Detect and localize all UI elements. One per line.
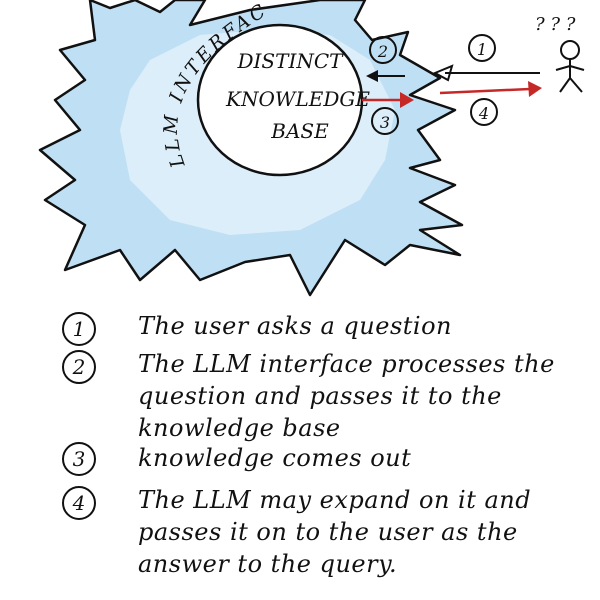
step-text-4: The LLM may expand on it and passes it o…: [138, 486, 532, 578]
arrow-answer-to-user: [439, 81, 542, 97]
svg-text:2: 2: [377, 42, 388, 61]
arrow-interface-to-kb: [366, 70, 405, 82]
badge-1: 1: [468, 34, 496, 62]
svg-text:3: 3: [380, 113, 390, 132]
step-number-4: 4: [62, 486, 96, 520]
badge-2: 2: [369, 36, 397, 64]
svg-text:1: 1: [477, 40, 487, 59]
badge-4: 4: [470, 98, 498, 126]
kb-label-line2: KNOWLEDGE: [225, 87, 370, 111]
step-text-1: The user asks a question: [138, 312, 452, 340]
badge-3: 3: [371, 107, 399, 135]
step-number-3: 3: [62, 442, 96, 476]
kb-label-line1: DISTINCT: [236, 49, 344, 73]
step-number-2: 2: [62, 350, 96, 384]
arrow-kb-out: [362, 92, 414, 108]
user-figure-icon: [555, 40, 585, 93]
svg-text:4: 4: [478, 104, 489, 123]
step-text-2: The LLM interface processes the question…: [138, 350, 555, 442]
arrow-question-to-interface: [432, 64, 540, 82]
kb-label-line3: BASE: [270, 119, 329, 143]
step-number-1: 1: [62, 312, 96, 346]
step-text-3: knowledge comes out: [138, 444, 412, 472]
question-marks: ? ? ?: [535, 14, 576, 35]
